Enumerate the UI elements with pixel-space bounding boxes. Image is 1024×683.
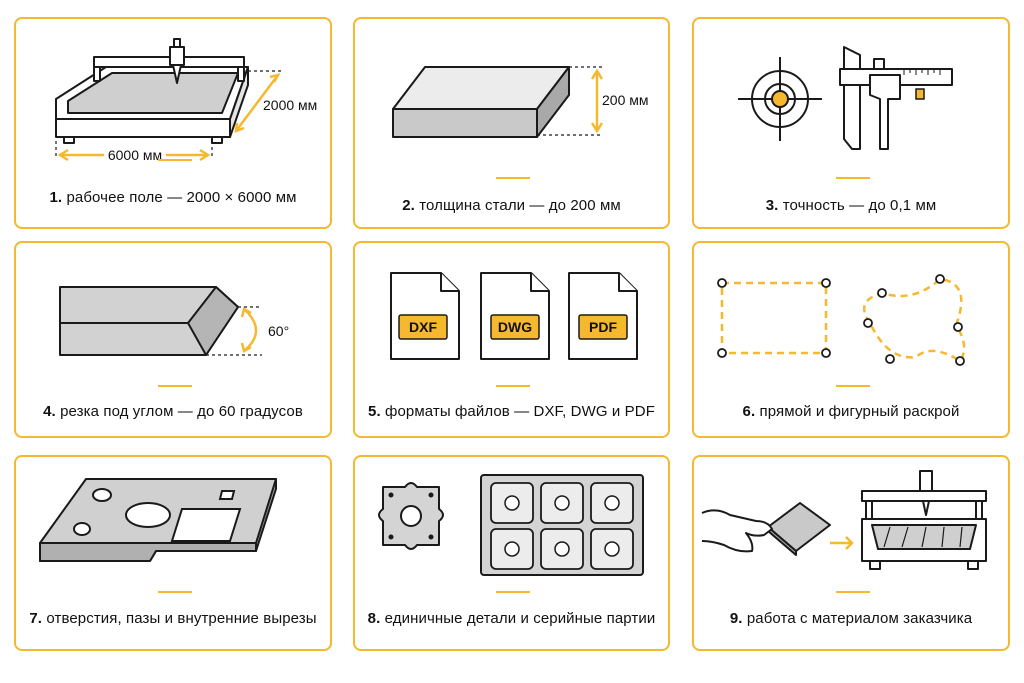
width-dim-label: 6000 мм xyxy=(108,147,162,163)
customer-material-icon xyxy=(701,470,987,570)
feature-number: 6. xyxy=(742,403,756,420)
feature-number: 2. xyxy=(402,197,415,214)
feature-text: форматы файлов — DXF, DWG и PDF xyxy=(385,403,655,420)
feature-card-bevel: 60° 4. резка под углом — до 60 градусов xyxy=(14,241,332,438)
feature-card-holes: 7. отверстия, пазы и внутренние вырезы xyxy=(14,455,332,651)
file-label-dwg: DWG xyxy=(498,319,532,335)
feature-text: резка под углом — до 60 градусов xyxy=(60,403,303,420)
feature-card-precision: 3. точность — до 0,1 мм xyxy=(692,17,1010,229)
feature-number: 4. xyxy=(43,403,56,420)
feature-card-parts: 8. единичные детали и серийные партии xyxy=(353,455,670,651)
height-dim-label: 200 мм xyxy=(602,92,649,108)
depth-dim-label: 2000 мм xyxy=(263,97,317,113)
cut-shapes-icon xyxy=(717,274,966,366)
feature-text: толщина стали — до 200 мм xyxy=(419,197,621,214)
feature-number: 7. xyxy=(29,610,43,627)
feature-text: работа с материалом заказчика xyxy=(746,610,973,627)
file-formats-icon: DXF DWG PDF xyxy=(390,272,638,360)
feature-caption: 1. рабочее поле — 2000 × 6000 мм xyxy=(16,189,330,206)
feature-card-customer-material: 9. работа с материалом заказчика xyxy=(692,455,1010,651)
feature-card-work-area: 6000 мм 2000 мм 1. рабочее поле — 2000 ×… xyxy=(14,17,332,229)
feature-caption: 5. форматы файлов — DXF, DWG и PDF xyxy=(355,403,668,420)
feature-text: единичные детали и серийные партии xyxy=(384,610,656,627)
feature-caption: 9. работа с материалом заказчика xyxy=(694,610,1008,627)
file-label-pdf: PDF xyxy=(589,319,617,335)
feature-caption: 4. резка под углом — до 60 градусов xyxy=(16,403,330,420)
steel-slab-icon: 200 мм xyxy=(392,66,649,138)
feature-caption: 7. отверстия, пазы и внутренние вырезы xyxy=(16,610,330,627)
feature-number: 3. xyxy=(765,197,779,214)
feature-caption: 8. единичные детали и серийные партии xyxy=(355,610,668,627)
feature-card-cutting: 6. прямой и фигурный раскрой xyxy=(692,241,1010,438)
feature-caption: 6. прямой и фигурный раскрой xyxy=(694,403,1008,420)
feature-number: 8. xyxy=(367,610,381,627)
feature-text: точность — до 0,1 мм xyxy=(782,197,937,214)
feature-text: отверстия, пазы и внутренние вырезы xyxy=(46,610,317,627)
angle-dim-label: 60° xyxy=(268,323,289,339)
bevel-cut-icon: 60° xyxy=(59,286,289,356)
caliper-target-icon xyxy=(738,46,953,150)
file-label-dxf: DXF xyxy=(409,319,437,335)
cnc-table-icon: 6000 мм 2000 мм xyxy=(55,38,317,163)
feature-caption: 2. толщина стали — до 200 мм xyxy=(355,197,668,214)
feature-text: прямой и фигурный раскрой xyxy=(759,403,960,420)
parts-batch-icon xyxy=(378,474,644,576)
feature-number: 5. xyxy=(368,403,381,420)
holes-plate-icon xyxy=(39,478,277,562)
feature-number: 9. xyxy=(729,610,743,627)
feature-card-formats: DXF DWG PDF 5. форматы файлов — DXF, DWG… xyxy=(353,241,670,438)
feature-card-thickness: 200 мм 2. толщина стали — до 200 мм xyxy=(353,17,670,229)
feature-number: 1. xyxy=(49,189,63,206)
feature-caption: 3. точность — до 0,1 мм xyxy=(694,197,1008,214)
feature-text: рабочее поле — 2000 × 6000 мм xyxy=(66,189,297,206)
